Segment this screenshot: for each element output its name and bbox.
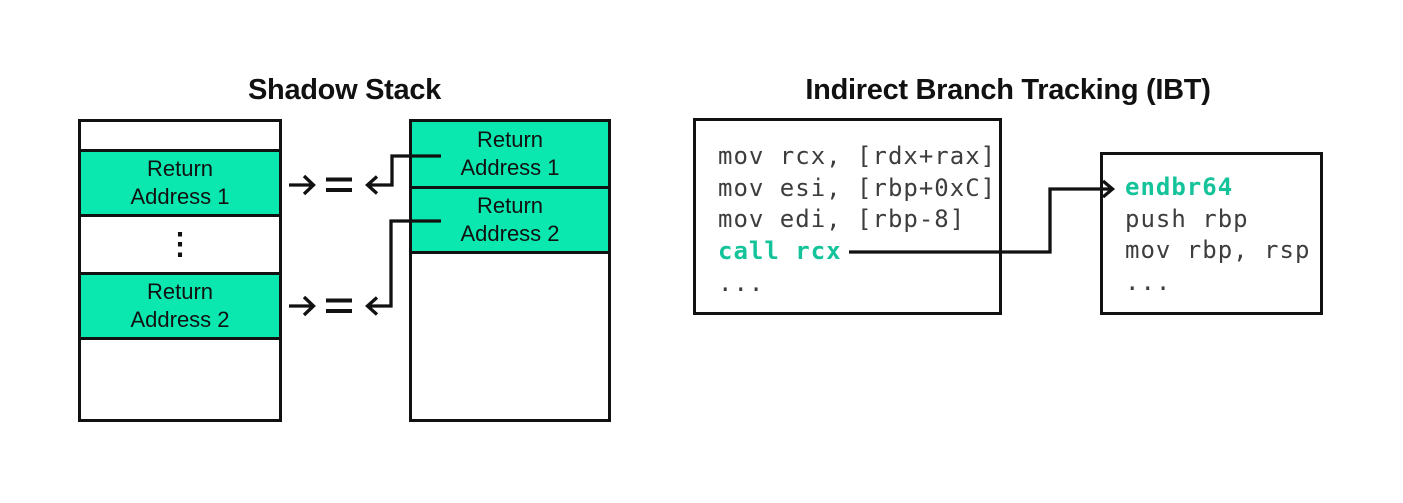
code-line-ellipsis: ... (1125, 268, 1172, 297)
ibt-caller-code-box: mov rcx, [rdx+rax] mov esi, [rbp+0xC] mo… (693, 118, 1002, 315)
shadow-stack-title: Shadow Stack (247, 74, 441, 106)
code-line: mov esi, [rbp+0xC] (718, 173, 997, 202)
ibt-title: Indirect Branch Tracking (IBT) (805, 74, 1211, 106)
shadow-stack-slot-return-address-1: Return Address 1 (412, 122, 608, 189)
call-stack-slot-ellipsis: ⋮ (81, 217, 279, 275)
arrow-right-icon (289, 174, 316, 196)
vertical-ellipsis-icon: ⋮ (165, 227, 195, 261)
arrow-right-icon (289, 295, 316, 317)
ibt-callee-code-box: endbr64 push rbp mov rbp, rsp ... (1100, 152, 1323, 315)
shadow-stack-slot-empty (412, 254, 608, 419)
shadow-stack-slot-return-address-2: Return Address 2 (412, 189, 608, 254)
call-stack-slot-return-address-1: Return Address 1 (81, 152, 279, 217)
call-stack-slot-empty-top (81, 122, 279, 152)
code-line: mov rbp, rsp (1125, 236, 1311, 265)
code-line: mov edi, [rbp-8] (718, 205, 966, 234)
equals-icon (326, 177, 352, 192)
shadow-stack-region: Return Address 1 Return Address 2 (409, 119, 611, 422)
code-line: push rbp (1125, 204, 1249, 233)
code-line-endbr64: endbr64 (1125, 173, 1234, 201)
call-stack-slot-return-address-2: Return Address 2 (81, 275, 279, 340)
code-line-ellipsis: ... (718, 268, 765, 297)
call-stack: Return Address 1 ⋮ Return Address 2 (78, 119, 282, 422)
code-line: mov rcx, [rdx+rax] (718, 142, 997, 170)
code-line-call-rcx: call rcx (718, 237, 842, 266)
call-stack-slot-empty-bottom (81, 340, 279, 419)
equals-icon (326, 298, 352, 313)
